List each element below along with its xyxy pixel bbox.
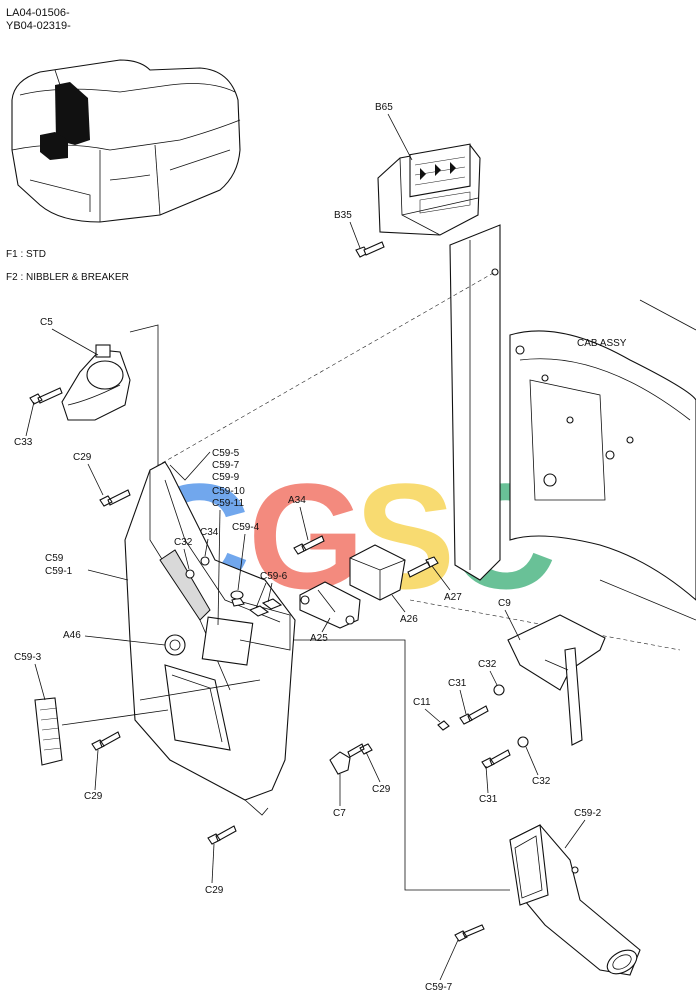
bolt-a34 (293, 535, 325, 555)
grommet-a46 (164, 634, 186, 656)
washer-c32-a (185, 569, 195, 579)
part-code-2: YB04-02319- (6, 20, 71, 32)
label-a27: A27 (444, 592, 462, 603)
screw-a27 (407, 556, 439, 578)
washer-c32-c (517, 736, 529, 748)
machine-overview-illustration (11, 59, 241, 223)
cab-assy-structure (449, 224, 696, 621)
duct-c59-2 (509, 824, 641, 976)
console-cover-c59 (124, 461, 296, 816)
label-c59-7-a: C59-7 (212, 460, 240, 471)
screw-c29-a (99, 489, 131, 507)
label-c5: C5 (40, 317, 53, 328)
legend-f1: F1 : STD (6, 249, 46, 260)
label-c31-b: C31 (479, 794, 498, 805)
label-c59: C59 (45, 553, 64, 564)
box-a26 (349, 544, 406, 601)
cap-c7 (329, 751, 351, 775)
label-a46: A46 (63, 630, 81, 641)
label-c59-4: C59-4 (232, 522, 260, 533)
label-c59-5: C59-5 (212, 448, 240, 459)
label-c31-a: C31 (448, 678, 467, 689)
washer-c32-b (493, 684, 505, 696)
grille-c59-3 (34, 697, 63, 766)
screw-c31-b (481, 749, 511, 769)
switch-panel-b65 (377, 143, 481, 236)
bracket-c9 (507, 614, 606, 746)
label-a34: A34 (288, 495, 306, 506)
screw-c59-7 (454, 924, 485, 942)
label-c32-c: C32 (532, 776, 551, 787)
holder-c5 (61, 344, 131, 421)
label-c29-b: C29 (84, 791, 103, 802)
part-code-1: LA04-01506- (6, 7, 70, 19)
label-c7: C7 (333, 808, 346, 819)
label-c59-10: C59-10 (212, 486, 245, 497)
nut-c34 (200, 556, 210, 566)
screw-b35 (355, 241, 385, 258)
screw-c29-c (347, 743, 373, 758)
label-c34: C34 (200, 527, 219, 538)
label-c29-c: C29 (372, 784, 391, 795)
label-c32-a: C32 (174, 537, 193, 548)
label-c29-a: C29 (73, 452, 92, 463)
label-c59-6: C59-6 (260, 571, 288, 582)
bracket-a25 (299, 581, 361, 629)
clip-c11 (437, 720, 450, 731)
label-c9: C9 (498, 598, 511, 609)
label-b35: B35 (334, 210, 352, 221)
label-c33: C33 (14, 437, 33, 448)
label-c32-b: C32 (478, 659, 497, 670)
screw-c29-b (91, 731, 121, 751)
label-c59-7-b: C59-7 (425, 982, 453, 993)
screw-c33 (29, 387, 63, 405)
label-a26: A26 (400, 614, 418, 625)
label-c59-9: C59-9 (212, 472, 240, 483)
label-c59-3: C59-3 (14, 652, 42, 663)
label-b65: B65 (375, 102, 393, 113)
screw-c29-d (207, 825, 237, 845)
label-c59-2: C59-2 (574, 808, 602, 819)
label-c59-11: C59-11 (212, 498, 244, 509)
label-c11: C11 (413, 697, 431, 708)
label-c59-1: C59-1 (45, 566, 73, 577)
label-a25: A25 (310, 633, 328, 644)
label-c29-d: C29 (205, 885, 224, 896)
label-cab-assy: CAB ASSY (577, 338, 627, 349)
legend-f2: F2 : NIBBLER & BREAKER (6, 272, 129, 283)
screw-c31-a (459, 705, 489, 725)
